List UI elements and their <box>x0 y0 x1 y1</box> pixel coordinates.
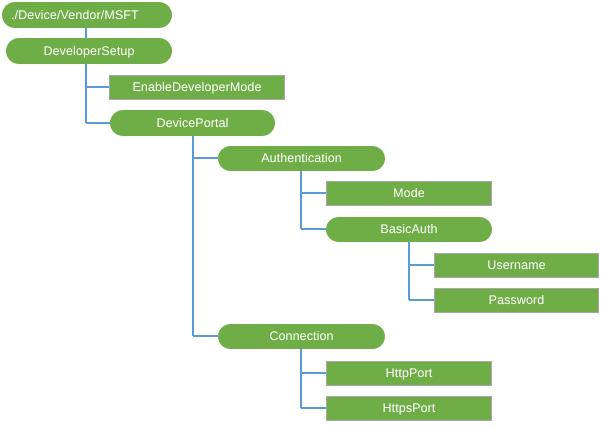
node-basicauth[interactable]: BasicAuth <box>326 217 492 242</box>
node-mode[interactable]: Mode <box>326 181 492 206</box>
node-label-basicauth: BasicAuth <box>380 222 438 237</box>
node-username[interactable]: Username <box>434 253 599 278</box>
node-label-developersetup: DeveloperSetup <box>43 43 135 58</box>
node-label-root: ./Device/Vendor/MSFT <box>11 7 139 22</box>
node-developersetup[interactable]: DeveloperSetup <box>6 38 172 64</box>
node-label-authentication: Authentication <box>261 151 342 166</box>
node-label-httpsport: HttpsPort <box>382 401 436 416</box>
node-enabledevelopermode[interactable]: EnableDeveloperMode <box>109 75 285 100</box>
node-label-httpport: HttpPort <box>385 366 433 381</box>
node-label-password: Password <box>488 293 545 308</box>
node-label-connection: Connection <box>269 329 334 344</box>
node-authentication[interactable]: Authentication <box>218 146 385 171</box>
node-label-mode: Mode <box>393 186 425 201</box>
node-root[interactable]: ./Device/Vendor/MSFT <box>2 2 172 28</box>
node-connection[interactable]: Connection <box>218 324 385 349</box>
node-httpsport[interactable]: HttpsPort <box>326 396 492 421</box>
node-label-deviceportal: DevicePortal <box>156 115 229 130</box>
node-httpport[interactable]: HttpPort <box>326 361 492 386</box>
node-password[interactable]: Password <box>434 288 599 313</box>
node-label-enabledevelopermode: EnableDeveloperMode <box>132 80 262 95</box>
node-deviceportal[interactable]: DevicePortal <box>110 110 275 136</box>
node-label-username: Username <box>487 258 546 273</box>
